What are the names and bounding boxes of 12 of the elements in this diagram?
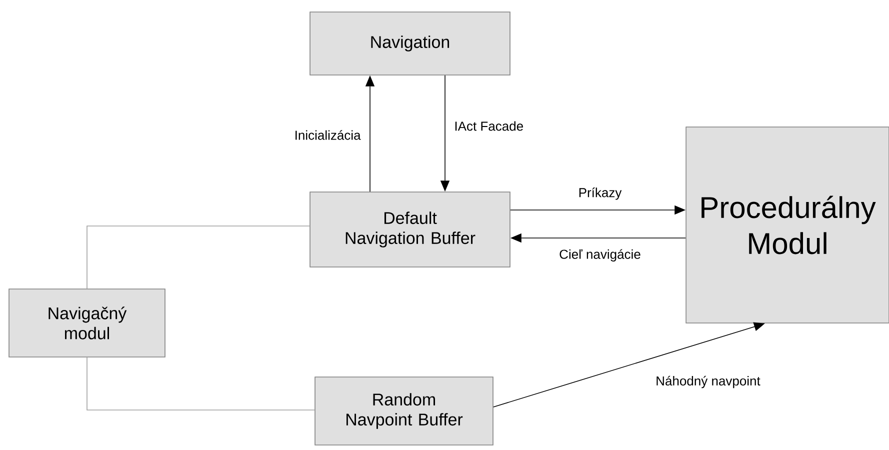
connector-line — [86, 226, 310, 289]
connector-line — [86, 357, 315, 410]
edge-label: Náhodný navpoint — [654, 374, 762, 390]
process-box: Random Navpoint Buffer — [314, 376, 494, 446]
edge-label: Cieľ navigácie — [558, 248, 642, 262]
process-box: Default Navigation Buffer — [310, 192, 510, 268]
edge-label: IAct Facade — [453, 120, 525, 132]
process-box: Navigačný modul — [8, 288, 166, 358]
process-box: Navigation — [310, 12, 510, 76]
edge-label: Príkazy — [577, 186, 623, 201]
module-box: Procedurálny Modul — [686, 126, 889, 324]
edge-label: Inicializácia — [293, 129, 362, 141]
